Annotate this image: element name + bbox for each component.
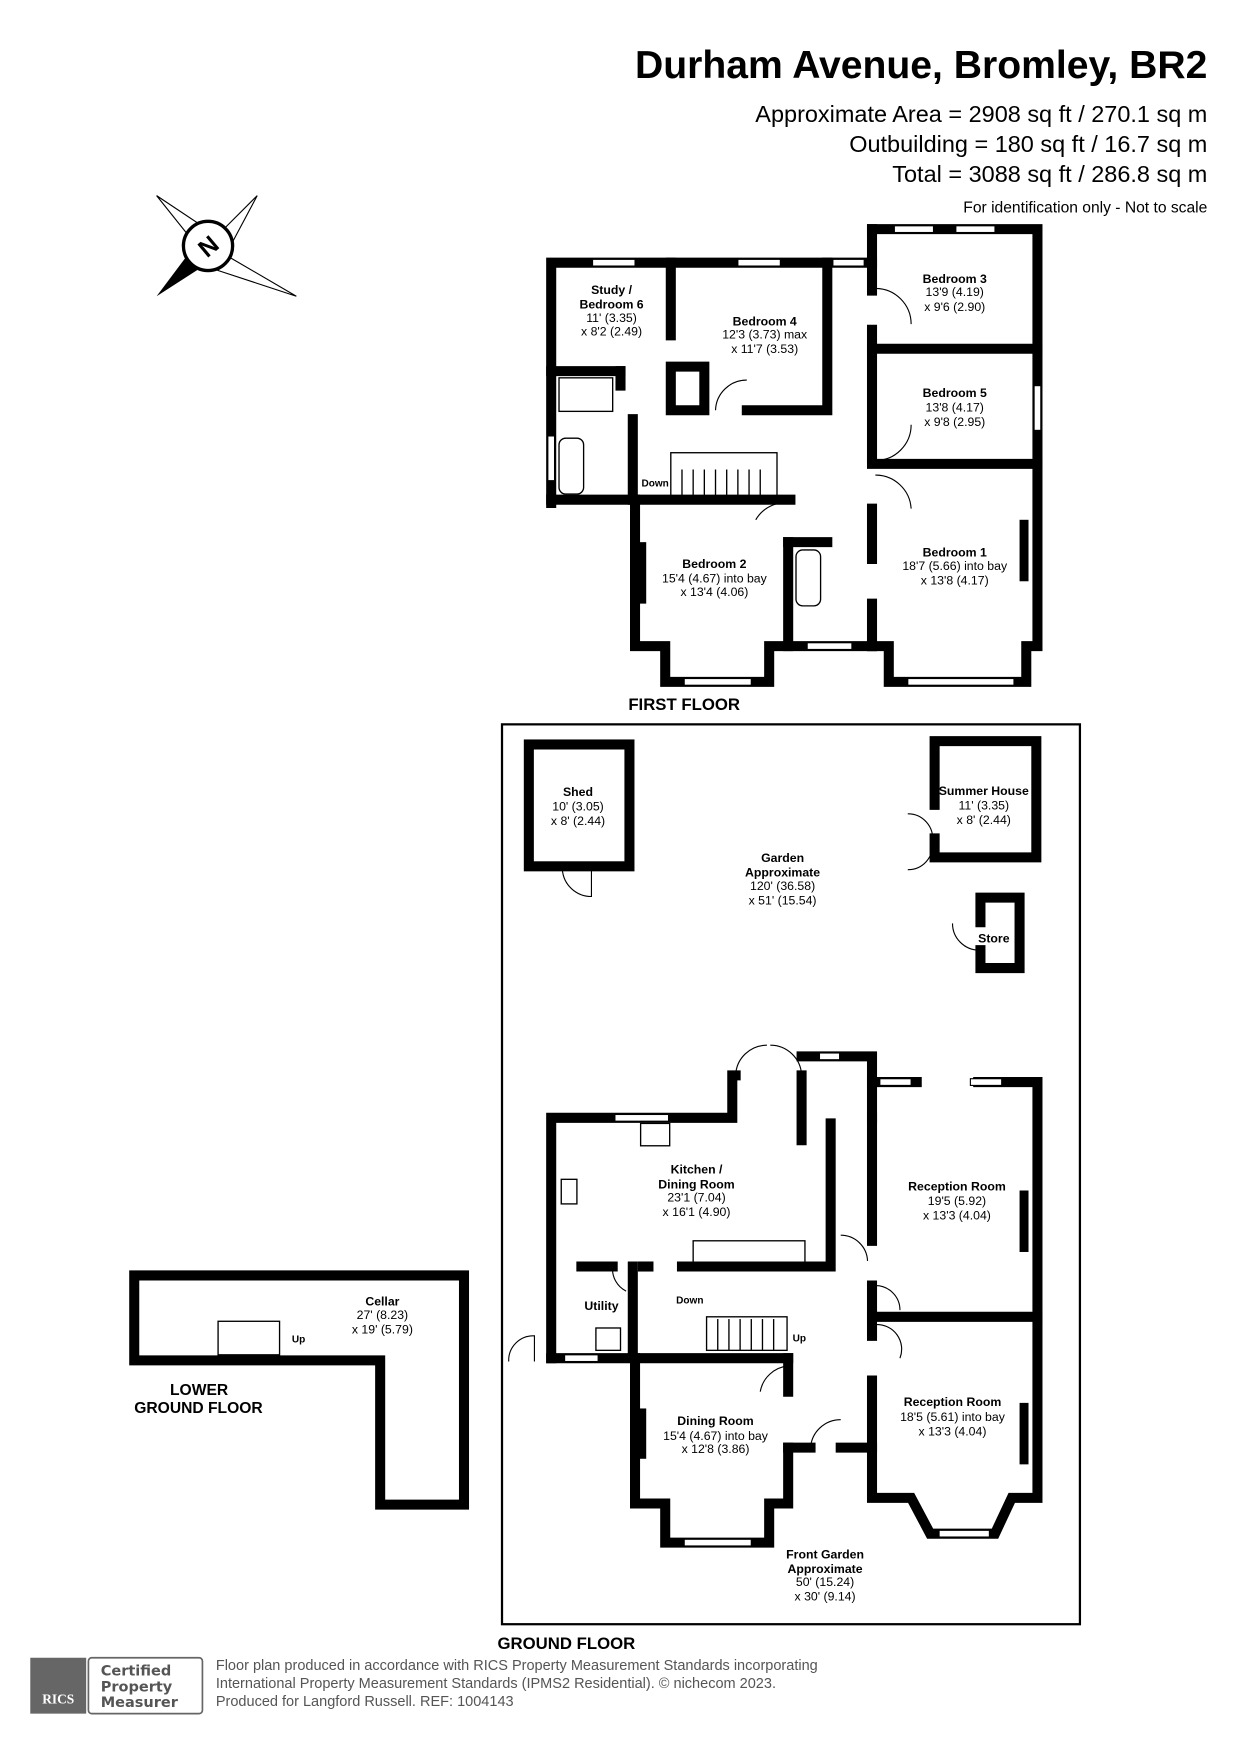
svg-text:50' (15.24): 50' (15.24) <box>796 1575 854 1589</box>
svg-text:Bedroom 3: Bedroom 3 <box>923 272 987 286</box>
room-study: Study / Bedroom 6 11' (3.35) x 8'2 (2.49… <box>579 283 643 338</box>
footer-line-1: Floor plan produced in accordance with R… <box>216 1658 818 1674</box>
svg-text:Shed: Shed <box>563 785 593 799</box>
svg-text:Bedroom 5: Bedroom 5 <box>923 386 987 400</box>
svg-text:x 16'1 (4.90): x 16'1 (4.90) <box>663 1205 731 1219</box>
room-bedroom-1: Bedroom 1 18'7 (5.66) into bay x 13'8 (4… <box>902 546 1008 588</box>
svg-text:x 30' (9.14): x 30' (9.14) <box>795 1590 856 1604</box>
stairs-down-label: Down <box>641 478 668 489</box>
svg-text:18'5 (5.61) into bay: 18'5 (5.61) into bay <box>900 1410 1006 1424</box>
svg-text:Bedroom 2: Bedroom 2 <box>682 557 746 571</box>
svg-text:Kitchen /: Kitchen / <box>671 1163 723 1177</box>
footer-line-3: Produced for Langford Russell. REF: 1004… <box>216 1694 514 1710</box>
ground-floor-plan <box>508 1044 1043 1548</box>
svg-text:19'5 (5.92): 19'5 (5.92) <box>928 1194 986 1208</box>
room-summer-house: Summer House 11' (3.35) x 8' (2.44) <box>939 784 1029 827</box>
svg-text:x 51' (15.54): x 51' (15.54) <box>749 893 817 907</box>
svg-text:Dining Room: Dining Room <box>658 1177 734 1191</box>
svg-text:23'1 (7.04): 23'1 (7.04) <box>667 1191 725 1205</box>
svg-text:x 8' (2.44): x 8' (2.44) <box>957 813 1011 827</box>
svg-text:x 8' (2.44): x 8' (2.44) <box>551 814 605 828</box>
svg-text:x 13'3 (4.04): x 13'3 (4.04) <box>923 1209 991 1223</box>
room-reception-1: Reception Room 19'5 (5.92) x 13'3 (4.04) <box>908 1179 1006 1222</box>
room-bedroom-4: Bedroom 4 12'3 (3.73) max x 11'7 (3.53) <box>722 314 808 356</box>
svg-text:Approximate: Approximate <box>745 865 820 879</box>
room-store: Store <box>978 931 1010 945</box>
svg-text:Dining Room: Dining Room <box>677 1414 753 1428</box>
svg-text:x 19' (5.79): x 19' (5.79) <box>352 1323 413 1337</box>
rics-badge: RICS Certified Property Measurer <box>30 1656 204 1715</box>
svg-text:Cellar: Cellar <box>365 1295 399 1309</box>
svg-text:11' (3.35): 11' (3.35) <box>958 798 1009 812</box>
svg-text:Reception Room: Reception Room <box>904 1395 1002 1409</box>
disclaimer: For identification only - Not to scale <box>963 199 1207 216</box>
first-floor-label: FIRST FLOOR <box>628 695 740 714</box>
svg-text:15'4 (4.67) into bay: 15'4 (4.67) into bay <box>663 1429 769 1443</box>
svg-text:x 13'4 (4.06): x 13'4 (4.06) <box>680 585 748 599</box>
room-bedroom-5: Bedroom 5 13'8 (4.17) x 9'8 (2.95) <box>923 386 987 429</box>
svg-text:13'8 (4.17): 13'8 (4.17) <box>926 400 984 414</box>
ground-floor-label: GROUND FLOOR <box>498 1634 636 1653</box>
svg-text:x 13'8 (4.17): x 13'8 (4.17) <box>921 574 989 588</box>
svg-text:Approximate: Approximate <box>788 1562 863 1576</box>
room-kitchen: Kitchen / Dining Room 23'1 (7.04) x 16'1… <box>658 1163 734 1219</box>
lower-ground-label-1: LOWER <box>170 1382 228 1399</box>
store <box>951 892 1025 974</box>
summer-house <box>907 736 1042 871</box>
svg-text:x 12'8 (3.86): x 12'8 (3.86) <box>682 1442 750 1456</box>
svg-text:11' (3.35): 11' (3.35) <box>586 311 637 325</box>
room-front-garden: Front Garden Approximate 50' (15.24) x 3… <box>786 1547 864 1603</box>
cellar-stairs <box>217 1320 281 1356</box>
compass-icon: N <box>156 195 297 297</box>
svg-text:Reception Room: Reception Room <box>908 1179 1006 1193</box>
room-bedroom-2: Bedroom 2 15'4 (4.67) into bay x 13'4 (4… <box>662 557 768 599</box>
cellar-walls <box>129 1270 470 1510</box>
svg-text:Certified: Certified <box>101 1664 172 1680</box>
svg-text:Bedroom 4: Bedroom 4 <box>733 314 797 328</box>
svg-text:12'3 (3.73) max: 12'3 (3.73) max <box>722 328 808 342</box>
svg-text:Summer House: Summer House <box>939 784 1029 798</box>
room-shed: Shed 10' (3.05) x 8' (2.44) <box>551 785 605 828</box>
first-floor-plan <box>546 224 1043 687</box>
room-dining: Dining Room 15'4 (4.67) into bay x 12'8 … <box>663 1414 769 1456</box>
stairs-down-ground: Down <box>676 1295 703 1306</box>
svg-text:x 9'8 (2.95): x 9'8 (2.95) <box>924 415 985 429</box>
outbuilding-area: Outbuilding = 180 sq ft / 16.7 sq m <box>849 131 1207 157</box>
svg-text:x 11'7 (3.53): x 11'7 (3.53) <box>731 342 798 356</box>
svg-text:x 8'2 (2.49): x 8'2 (2.49) <box>581 324 642 338</box>
svg-text:18'7 (5.66) into bay: 18'7 (5.66) into bay <box>902 559 1008 573</box>
room-cellar: Cellar 27' (8.23) x 19' (5.79) <box>352 1295 413 1337</box>
svg-text:Study /: Study / <box>591 283 633 297</box>
shed <box>523 739 635 898</box>
svg-text:Measurer: Measurer <box>101 1695 179 1711</box>
svg-text:RICS: RICS <box>42 1692 74 1707</box>
footer-line-2: International Property Measurement Stand… <box>216 1676 776 1692</box>
svg-text:13'9 (4.19): 13'9 (4.19) <box>926 285 984 299</box>
svg-text:27' (8.23): 27' (8.23) <box>357 1308 409 1322</box>
svg-text:x 9'6 (2.90): x 9'6 (2.90) <box>924 300 985 314</box>
approximate-area: Approximate Area = 2908 sq ft / 270.1 sq… <box>755 101 1207 127</box>
room-garden: Garden Approximate 120' (36.58) x 51' (1… <box>745 851 820 907</box>
svg-text:15'4 (4.67) into bay: 15'4 (4.67) into bay <box>662 571 768 585</box>
total-area: Total = 3088 sq ft / 286.8 sq m <box>892 161 1207 187</box>
svg-text:Bedroom 1: Bedroom 1 <box>923 546 987 560</box>
property-title: Durham Avenue, Bromley, BR2 <box>635 44 1207 87</box>
svg-text:Bedroom 6: Bedroom 6 <box>579 298 643 312</box>
stairs-up-ground: Up <box>793 1333 806 1344</box>
svg-text:Front Garden: Front Garden <box>786 1547 864 1561</box>
lower-ground-label-2: GROUND FLOOR <box>134 1400 262 1417</box>
svg-text:Garden: Garden <box>761 851 804 865</box>
svg-text:10' (3.05): 10' (3.05) <box>552 799 604 813</box>
room-reception-2: Reception Room 18'5 (5.61) into bay x 13… <box>900 1395 1006 1438</box>
svg-text:Property: Property <box>101 1679 173 1695</box>
room-utility: Utility <box>584 1299 618 1313</box>
stairs-up-cellar: Up <box>292 1335 305 1346</box>
svg-text:x 13'3 (4.04): x 13'3 (4.04) <box>919 1424 987 1438</box>
garden-boundary <box>500 723 1082 1626</box>
svg-text:120' (36.58): 120' (36.58) <box>750 879 815 893</box>
room-bedroom-3: Bedroom 3 13'9 (4.19) x 9'6 (2.90) <box>923 272 987 314</box>
